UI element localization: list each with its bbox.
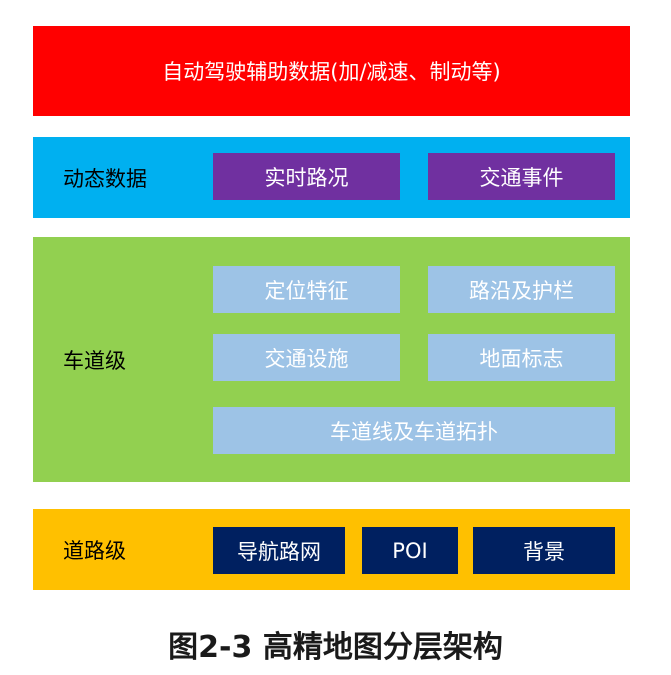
adas-data-label: 自动驾驶辅助数据(加/减速、制动等) (162, 60, 501, 84)
road-markings-box: 地面标志 (428, 334, 615, 381)
curbs-guardrails-box: 路沿及护栏 (428, 266, 615, 313)
poi-box: POI (362, 527, 458, 574)
lane-lines-topology-box: 车道线及车道拓扑 (213, 407, 615, 454)
realtime-traffic-box: 实时路况 (213, 153, 400, 200)
lane-level-label: 车道级 (63, 348, 126, 373)
figure-caption: 图2-3 高精地图分层架构 (168, 630, 503, 665)
traffic-facilities-box: 交通设施 (213, 334, 400, 381)
dynamic-data-layer: 动态数据 实时路况 交通事件 (33, 137, 630, 218)
road-level-label: 道路级 (63, 538, 126, 563)
dynamic-data-label: 动态数据 (63, 166, 147, 191)
background-box: 背景 (473, 527, 615, 574)
traffic-events-box: 交通事件 (428, 153, 615, 200)
navigation-network-box: 导航路网 (213, 527, 345, 574)
road-level-layer: 道路级 导航路网 POI 背景 (33, 509, 630, 590)
adas-data-layer: 自动驾驶辅助数据(加/减速、制动等) (33, 26, 630, 116)
lane-level-layer: 车道级 定位特征 路沿及护栏 交通设施 地面标志 车道线及车道拓扑 (33, 237, 630, 482)
positioning-features-box: 定位特征 (213, 266, 400, 313)
